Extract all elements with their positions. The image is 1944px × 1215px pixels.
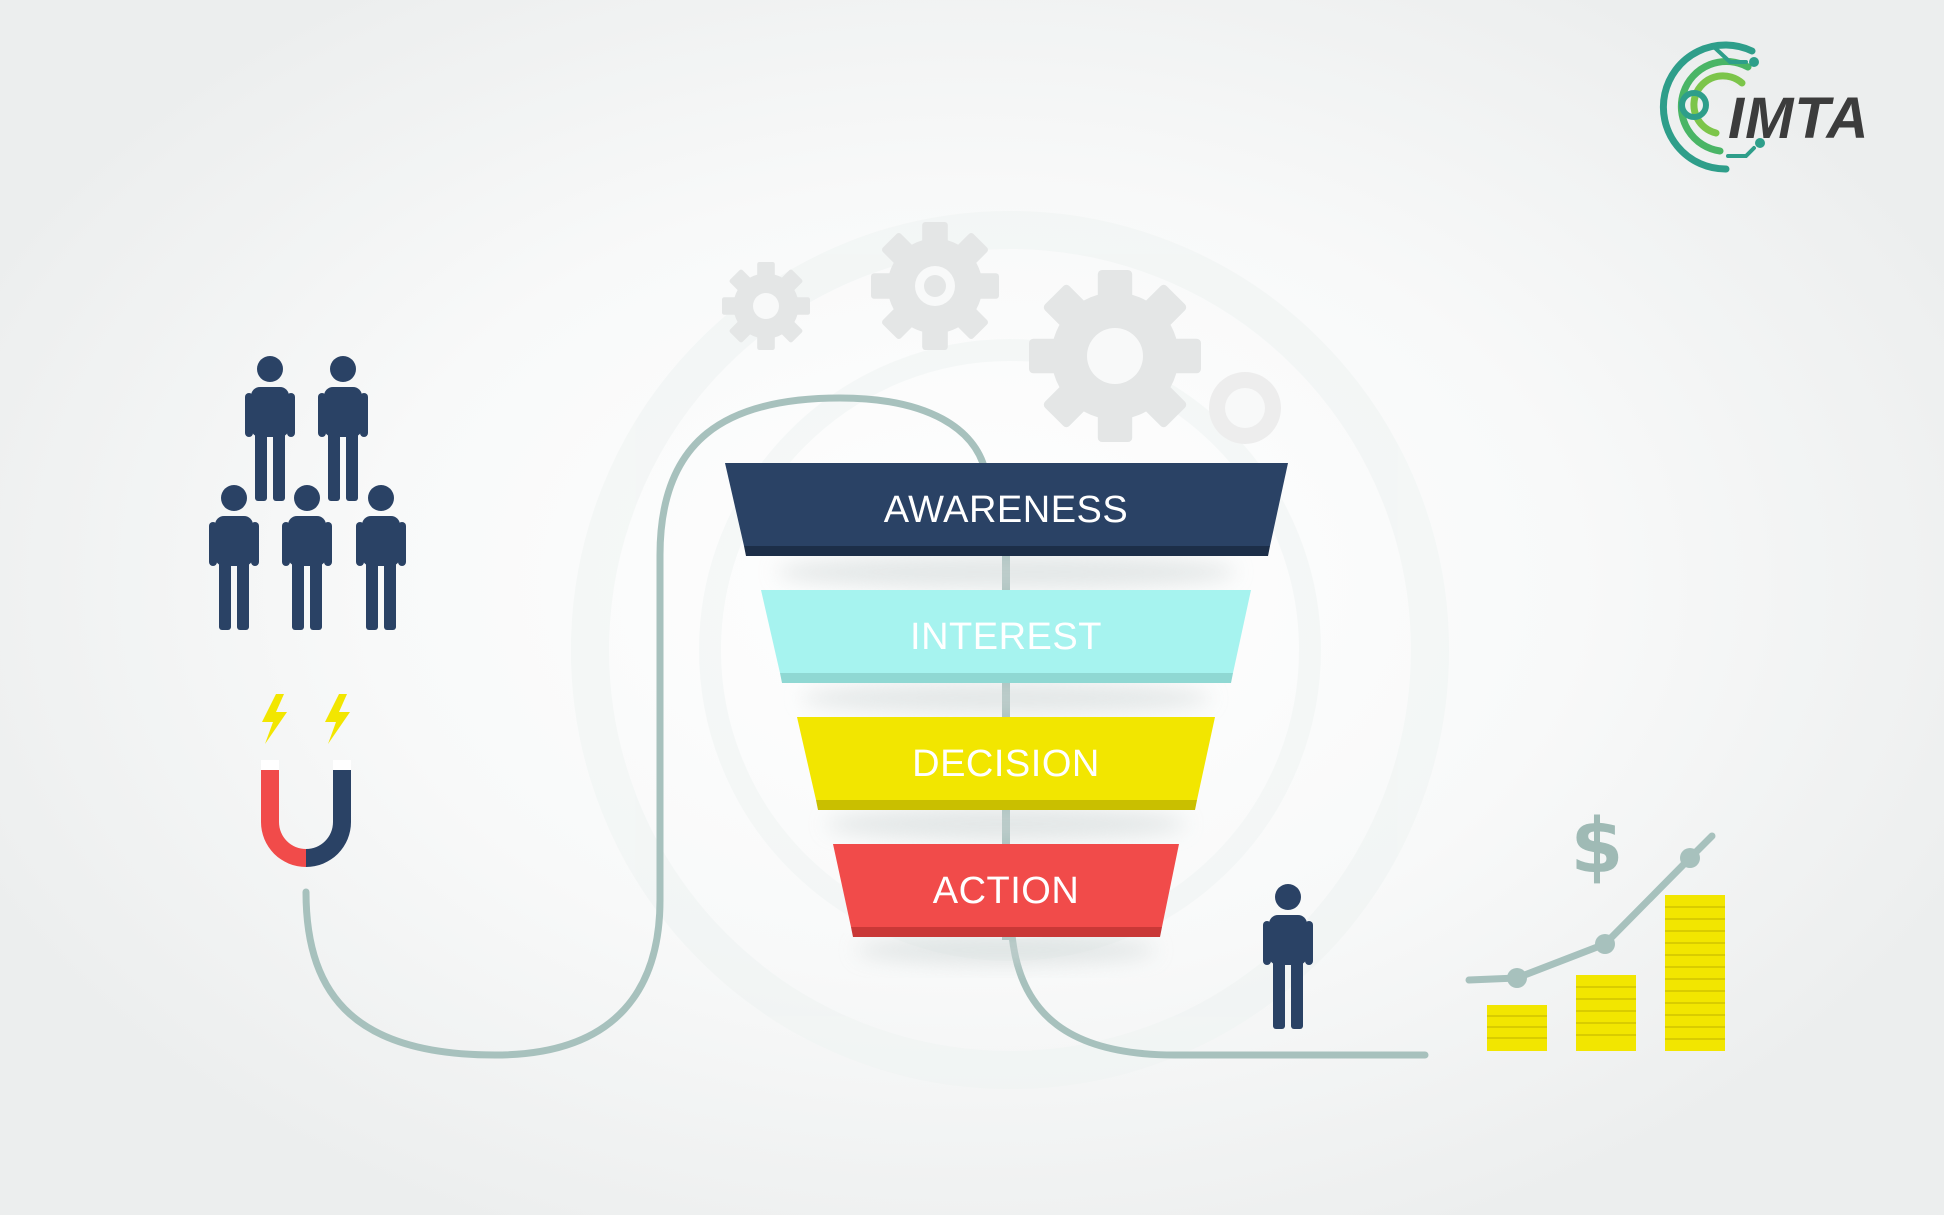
gear-small-hole [753, 293, 779, 319]
customer-person-icon [1263, 884, 1313, 1029]
funnel-stage-awareness: AWARENESS [725, 463, 1288, 556]
funnel-stage-shape [725, 463, 1288, 546]
funnel-stage-edge [744, 546, 1270, 556]
funnel-stage-shape [761, 590, 1251, 673]
coin-stack-medium [1576, 975, 1636, 1051]
person-icon [282, 485, 332, 630]
coin-stack-small [1487, 1005, 1547, 1051]
person-icon [356, 485, 406, 630]
gear-medium-hub [924, 275, 946, 297]
person-icon [318, 356, 368, 501]
marketing-funnel: AWARENESS INTEREST DECISION ACTION [725, 463, 1288, 964]
trend-point [1595, 934, 1615, 954]
person-icon [245, 356, 295, 501]
spark-group [262, 694, 350, 744]
gear-tiny-hole [1225, 388, 1265, 428]
funnel-stage-label: INTEREST [910, 616, 1102, 658]
funnel-stage-decision: DECISION [797, 717, 1215, 810]
logo-emblem-icon [1659, 41, 1765, 173]
person-icon [209, 485, 259, 630]
funnel-stage-label: ACTION [933, 870, 1080, 912]
dollar-sign-icon: $ [1571, 801, 1624, 890]
coin-stack-large [1665, 895, 1725, 1051]
revenue-growth: $ [1465, 801, 1725, 1051]
funnel-stage-interest: INTEREST [761, 590, 1251, 683]
trend-point [1507, 968, 1527, 988]
funnel-stage-edge [851, 927, 1162, 937]
funnel-stage-label: AWARENESS [884, 489, 1129, 531]
imta-logo: IMTA [1659, 41, 1869, 173]
funnel-stage-shape [833, 844, 1179, 927]
funnel-stage-edge [816, 800, 1197, 810]
funnel-stage-shape [797, 717, 1215, 800]
gears-background [722, 222, 1281, 444]
lightning-icon [262, 694, 287, 744]
trend-point [1680, 848, 1700, 868]
funnel-stage-action: ACTION [833, 844, 1179, 937]
magnet-icon [261, 760, 351, 867]
funnel-output-path [1008, 931, 1429, 1059]
lightning-icon [325, 694, 350, 744]
gear-large-hole [1087, 328, 1143, 384]
funnel-stage-label: DECISION [912, 743, 1100, 785]
crowd-group [209, 356, 406, 630]
customer-journey-path [302, 394, 989, 1059]
funnel-stage-edge [780, 673, 1233, 683]
logo-wordmark: IMTA [1728, 86, 1869, 151]
